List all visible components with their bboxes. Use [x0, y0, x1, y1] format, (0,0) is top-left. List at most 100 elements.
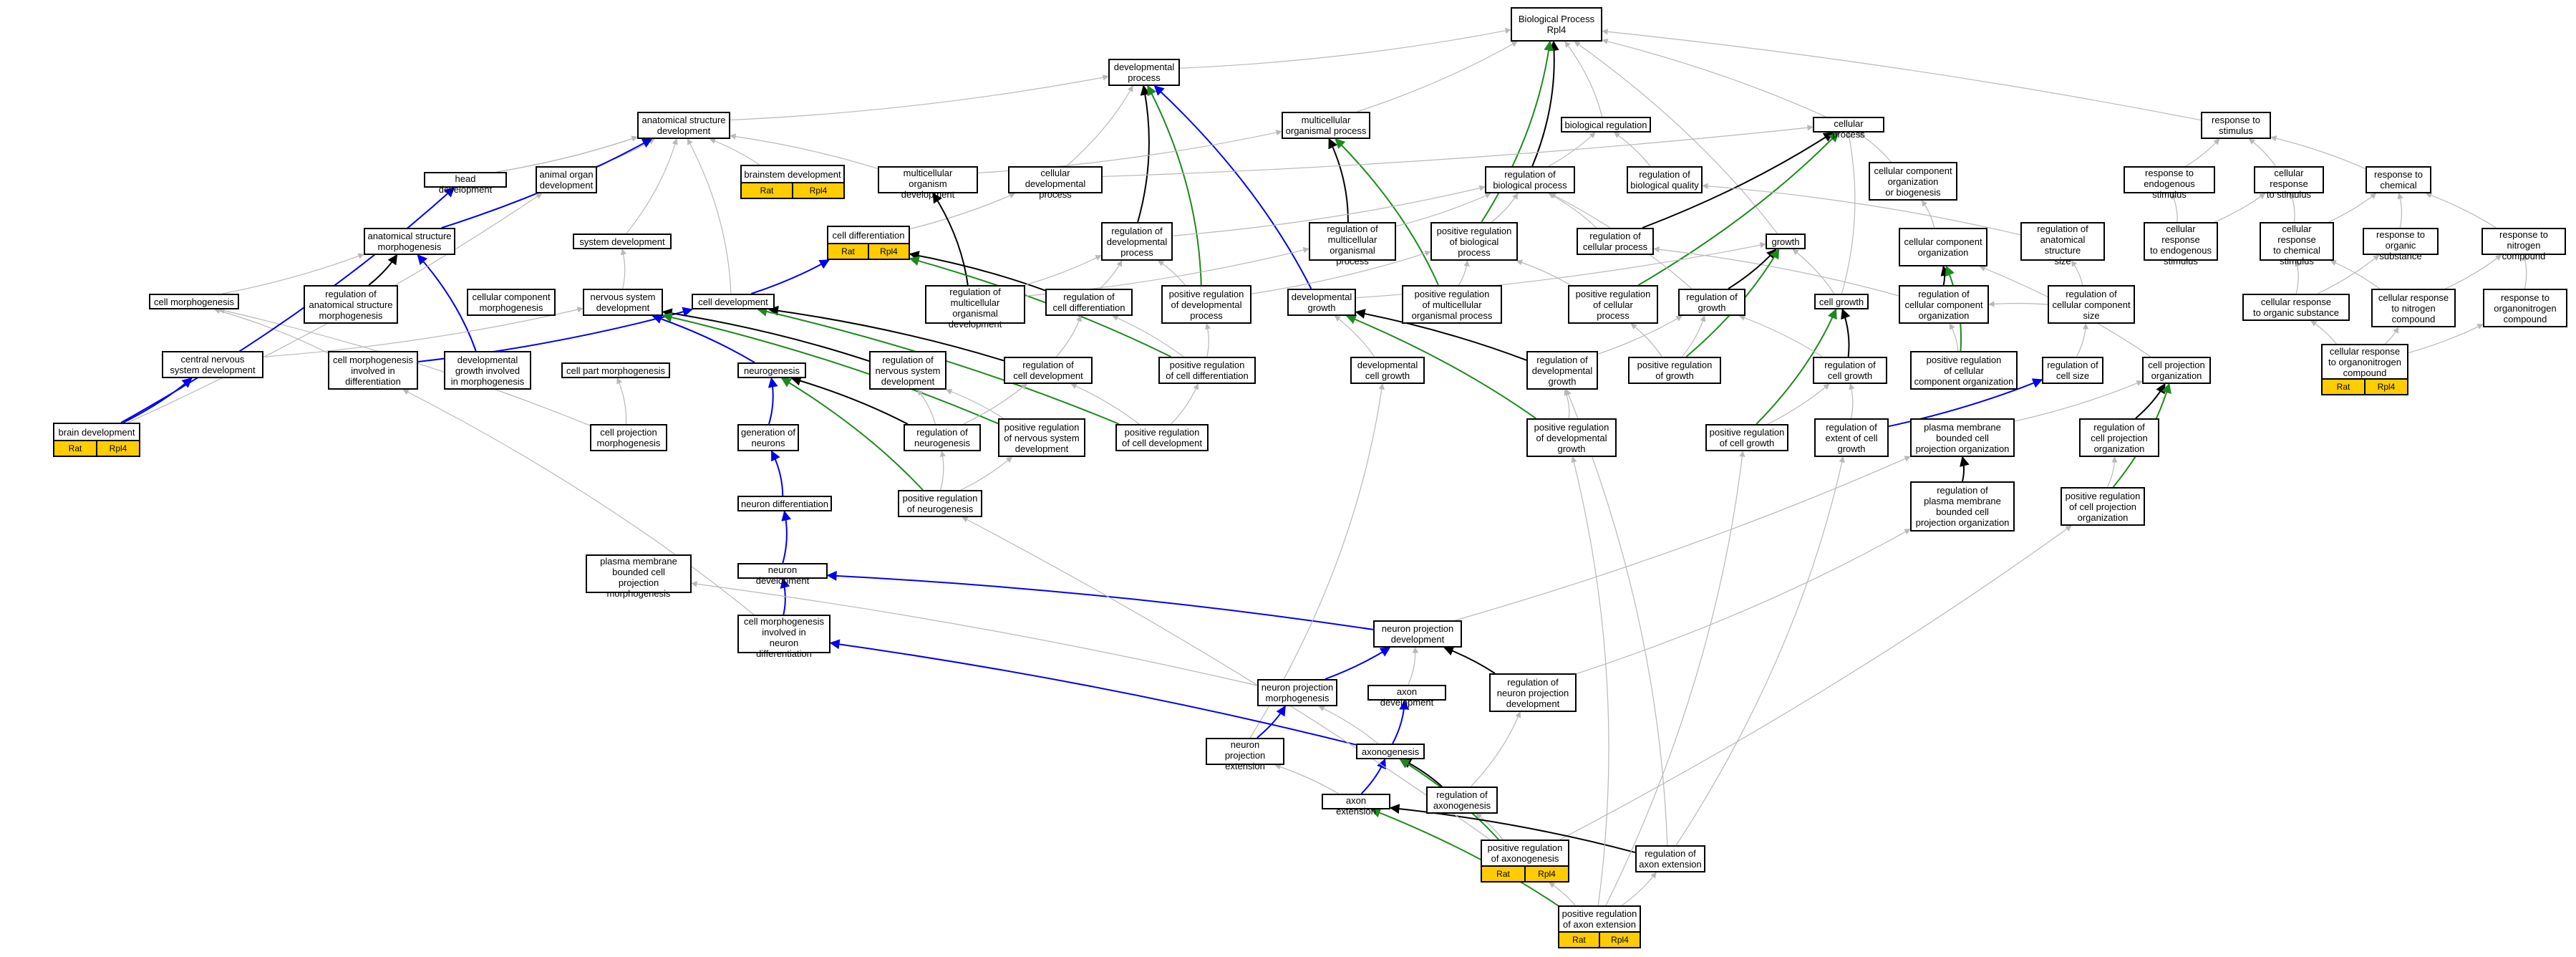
go-term-cellrespstim[interactable]: cellular response to stimulus	[2254, 166, 2324, 200]
go-term-posreggrowth[interactable]: positive regulation of growth	[1628, 357, 1721, 384]
go-term-multi[interactable]: multicellular organismal process	[1282, 112, 1370, 139]
go-term-multidev[interactable]: multicellular organism development	[878, 166, 978, 200]
go-term-posregmulti[interactable]: positive regulation of multicellular org…	[1402, 285, 1502, 324]
go-term-celldevproc[interactable]: cellular developmental process	[1008, 166, 1103, 200]
go-term-growth[interactable]: growth	[1766, 234, 1806, 249]
go-term-regassize[interactable]: regulation of anatomical structure size	[2020, 222, 2105, 266]
go-term-cmdiff[interactable]: cell morphogenesis involved in different…	[328, 351, 418, 390]
go-term-label: cellular response to endogenous stimulus	[2149, 223, 2212, 266]
go-term-cellrespnitro[interactable]: cellular response to nitrogen compound	[2371, 289, 2456, 327]
go-term-posregcellgrowth[interactable]: positive regulation of cell growth	[1705, 424, 1788, 451]
go-term-cns[interactable]: central nervous system development	[162, 351, 263, 378]
go-term-cellresporg[interactable]: cellular response to organic substance	[2242, 294, 2350, 321]
go-term-genneur[interactable]: generation of neurons	[737, 424, 799, 451]
go-term-celldev[interactable]: cell development	[692, 294, 775, 309]
go-term-regaxonogenesis[interactable]: regulation of axonogenesis	[1426, 787, 1498, 814]
go-term-axonogenesis[interactable]: axonogenesis	[1356, 744, 1425, 759]
go-term-regcellprojorg[interactable]: regulation of cell projection organizati…	[2079, 418, 2159, 457]
go-term-axondev[interactable]: axon development	[1367, 685, 1446, 708]
go-term-cmneurdiff[interactable]: cell morphogenesis involved in neuron di…	[737, 615, 831, 659]
go-term-neurdev[interactable]: neuron development	[737, 563, 828, 586]
go-term-cellrespchem[interactable]: cellular response to chemical stimulus	[2260, 222, 2334, 266]
go-term-sysdev[interactable]: system development	[573, 234, 672, 249]
go-term-cellmorph[interactable]: cell morphogenesis	[149, 294, 239, 309]
go-term-neurdiff[interactable]: neuron differentiation	[737, 496, 832, 511]
go-term-cellpartmorph[interactable]: cell part morphogenesis	[561, 362, 670, 378]
go-term-cellprojmorph[interactable]: cell projection morphogenesis	[590, 424, 667, 451]
go-term-resporg[interactable]: response to organic substance	[2363, 228, 2439, 261]
go-term-posregdev[interactable]: positive regulation of developmental pro…	[1161, 285, 1251, 324]
go-term-regcelldiff[interactable]: regulation of cell differentiation	[1045, 289, 1133, 316]
go-term-posregbio[interactable]: positive regulation of biological proces…	[1430, 222, 1518, 261]
go-term-regcellsize[interactable]: regulation of cell size	[2042, 357, 2103, 384]
go-term-regcellgrowth[interactable]: regulation of cell growth	[1813, 357, 1887, 384]
go-term-devgrowthmorph[interactable]: developmental growth involved in morphog…	[444, 351, 531, 390]
go-term-axonext[interactable]: axon extension	[1322, 794, 1390, 817]
edge-is-a	[2185, 138, 2220, 167]
go-term-biolreg[interactable]: biological regulation	[1561, 117, 1651, 133]
go-term-regdev[interactable]: regulation of developmental process	[1101, 222, 1173, 261]
go-term-cellgrowth[interactable]: cell growth	[1814, 294, 1869, 309]
go-term-cellrespendo[interactable]: cellular response to endogenous stimulus	[2144, 222, 2218, 266]
go-term-regneurprojdev[interactable]: regulation of neuron projection developm…	[1489, 673, 1577, 712]
go-term-respnitro[interactable]: response to nitrogen compound	[2481, 228, 2566, 261]
go-term-posregcco[interactable]: positive regulation of cellular componen…	[1910, 351, 2018, 390]
go-term-bp[interactable]: Biological Process Rpl4	[1511, 7, 1602, 42]
go-term-regcellproc[interactable]: regulation of cellular process	[1577, 228, 1654, 255]
go-term-devcellgrowth[interactable]: developmental cell growth	[1350, 357, 1425, 384]
go-term-neurprojext[interactable]: neuron projection extension	[1206, 738, 1284, 771]
go-term-regasm[interactable]: regulation of anatomical structure morph…	[304, 285, 398, 324]
go-term-ccmorph[interactable]: cellular component morphogenesis	[467, 289, 556, 316]
edge-is-a	[1172, 185, 1486, 236]
go-term-posregnsd[interactable]: positive regulation of nervous system de…	[998, 418, 1085, 457]
go-term-asd[interactable]: anatomical structure development	[637, 112, 730, 139]
go-term-respendo[interactable]: response to endogenous stimulus	[2124, 166, 2215, 200]
go-term-pmbcpm[interactable]: plasma membrane bounded cell projection …	[586, 554, 692, 599]
go-term-regccsize[interactable]: regulation of cellular component size	[2048, 285, 2135, 324]
go-term-regaxonext[interactable]: regulation of axon extension	[1635, 845, 1705, 872]
go-term-pmbcpo[interactable]: plasma membrane bounded cell projection …	[1910, 418, 2015, 457]
go-term-animalorgan[interactable]: animal organ development	[536, 166, 597, 193]
go-term-resporganonitro[interactable]: response to organonitrogen compound	[2483, 289, 2567, 327]
go-term-reggrowth[interactable]: regulation of growth	[1678, 289, 1745, 316]
go-term-cellrespon[interactable]: cellular response to organonitrogen comp…	[2321, 344, 2408, 395]
go-term-posregcelldev[interactable]: positive regulation of cell development	[1115, 424, 1209, 451]
go-term-regcco[interactable]: regulation of cellular component organiz…	[1899, 285, 1989, 324]
go-term-regpmbcpo[interactable]: regulation of plasma membrane bounded ce…	[1910, 481, 2015, 532]
go-term-posregcelldiff[interactable]: positive regulation of cell differentiat…	[1158, 357, 1256, 384]
go-term-posregcellprojorg[interactable]: positive regulation of cell projection o…	[2061, 487, 2145, 526]
go-term-regcelldev[interactable]: regulation of cell development	[1004, 357, 1093, 384]
go-term-posregcell[interactable]: positive regulation of cellular process	[1568, 285, 1658, 324]
go-term-regnsd[interactable]: regulation of nervous system development	[869, 351, 946, 390]
go-term-regmulti[interactable]: regulation of multicellular organismal p…	[1309, 222, 1396, 266]
go-term-nsd[interactable]: nervous system development	[583, 289, 663, 316]
go-term-headdev[interactable]: head development	[424, 172, 507, 195]
go-term-neurprojdev[interactable]: neuron projection development	[1373, 620, 1462, 648]
go-term-regbioqual[interactable]: regulation of biological quality	[1627, 166, 1703, 193]
go-term-cco[interactable]: cellular component organization	[1899, 228, 1987, 266]
go-term-respchem[interactable]: response to chemical	[2366, 166, 2431, 193]
go-term-ccob[interactable]: cellular component organization or bioge…	[1869, 162, 1957, 201]
go-term-neurogenesis[interactable]: neurogenesis	[737, 362, 806, 378]
go-term-posregdevgrowth[interactable]: positive regulation of developmental gro…	[1526, 418, 1617, 457]
go-term-neurprojmorph[interactable]: neuron projection morphogenesis	[1257, 679, 1337, 706]
go-term-regneurogenesis[interactable]: regulation of neurogenesis	[904, 424, 981, 451]
go-term-resp[interactable]: response to stimulus	[2201, 112, 2271, 139]
go-term-regmultidev[interactable]: regulation of multicellular organismal d…	[925, 285, 1025, 330]
go-term-regbio[interactable]: regulation of biological process	[1485, 166, 1575, 193]
go-term-regextgrowth[interactable]: regulation of extent of cell growth	[1814, 418, 1889, 457]
go-term-posregneurogenesis[interactable]: positive regulation of neurogenesis	[898, 490, 982, 517]
go-term-label: response to organonitrogen compound	[2494, 292, 2557, 324]
go-term-cellproc[interactable]: cellular process	[1813, 117, 1884, 140]
go-term-dev[interactable]: developmental process	[1108, 59, 1180, 86]
go-term-cellprojorg[interactable]: cell projection organization	[2142, 357, 2211, 384]
go-term-devgrowth[interactable]: developmental growth	[1287, 289, 1356, 316]
edge-is-a	[2014, 380, 2143, 422]
go-term-regdevgrowth[interactable]: regulation of developmental growth	[1526, 351, 1598, 390]
go-term-asm[interactable]: anatomical structure morphogenesis	[364, 228, 455, 255]
